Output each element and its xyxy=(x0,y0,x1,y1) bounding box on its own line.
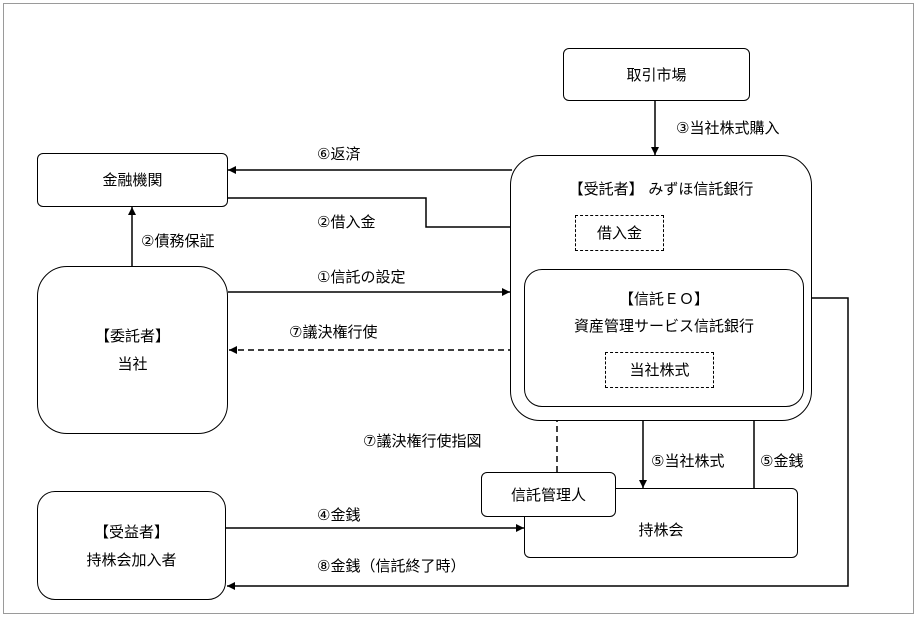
trust-manager-label: 信託管理人 xyxy=(510,485,586,504)
settlor-box: 【委託者】 当社 xyxy=(37,266,228,434)
arrow-borrow xyxy=(228,197,572,231)
market-label: 取引市場 xyxy=(626,65,687,84)
association-label: 持株会 xyxy=(638,521,684,539)
beneficiary-name: 持株会加入者 xyxy=(86,550,177,569)
arrow-cash-end xyxy=(227,297,849,590)
trust-manager-box: 信託管理人 xyxy=(481,472,616,517)
bank-label: 金融機関 xyxy=(102,171,163,189)
shares-label: 当社株式 xyxy=(629,361,690,379)
trustee-label: 【受託者】 みずほ信託銀行 xyxy=(568,180,754,198)
beneficiary-box: 【受益者】 持株会加入者 xyxy=(37,491,226,600)
label-vote-instruction: ⑦議決権行使指図 xyxy=(363,432,482,450)
label-repay: ⑥返済 xyxy=(317,145,361,163)
bank-box: 金融機関 xyxy=(37,153,228,207)
re-trustee-name: 資産管理サービス信託銀行 xyxy=(573,317,754,335)
label-purchase: ③当社株式購入 xyxy=(676,119,780,137)
label-borrow: ②借入金 xyxy=(317,213,376,231)
settlor-name: 当社 xyxy=(117,355,148,373)
association-box: 持株会 xyxy=(524,488,798,558)
label-setup: ①信託の設定 xyxy=(317,268,406,286)
re-trustee-title: 【信託ＥＯ】 xyxy=(618,290,709,308)
label-cash-in: ⑤金銭 xyxy=(760,452,804,470)
label-cash-end: ⑧金銭（信託終了時） xyxy=(317,557,466,575)
diagram-frame xyxy=(3,3,914,614)
shares-box: 当社株式 xyxy=(605,352,714,388)
loan-box: 借入金 xyxy=(575,215,664,251)
label-cash-contrib: ④金銭 xyxy=(317,506,361,524)
loan-label: 借入金 xyxy=(596,224,642,242)
settlor-title: 【委託者】 xyxy=(94,327,170,345)
beneficiary-title: 【受益者】 xyxy=(93,522,169,541)
label-shares-out: ⑤当社株式 xyxy=(651,452,725,470)
label-vote: ⑦議決権行使 xyxy=(289,323,378,341)
re-trustee-box: 【信託ＥＯ】 資産管理サービス信託銀行 xyxy=(524,269,804,407)
market-box: 取引市場 xyxy=(563,48,750,101)
label-guarantee: ②債務保証 xyxy=(141,232,215,250)
